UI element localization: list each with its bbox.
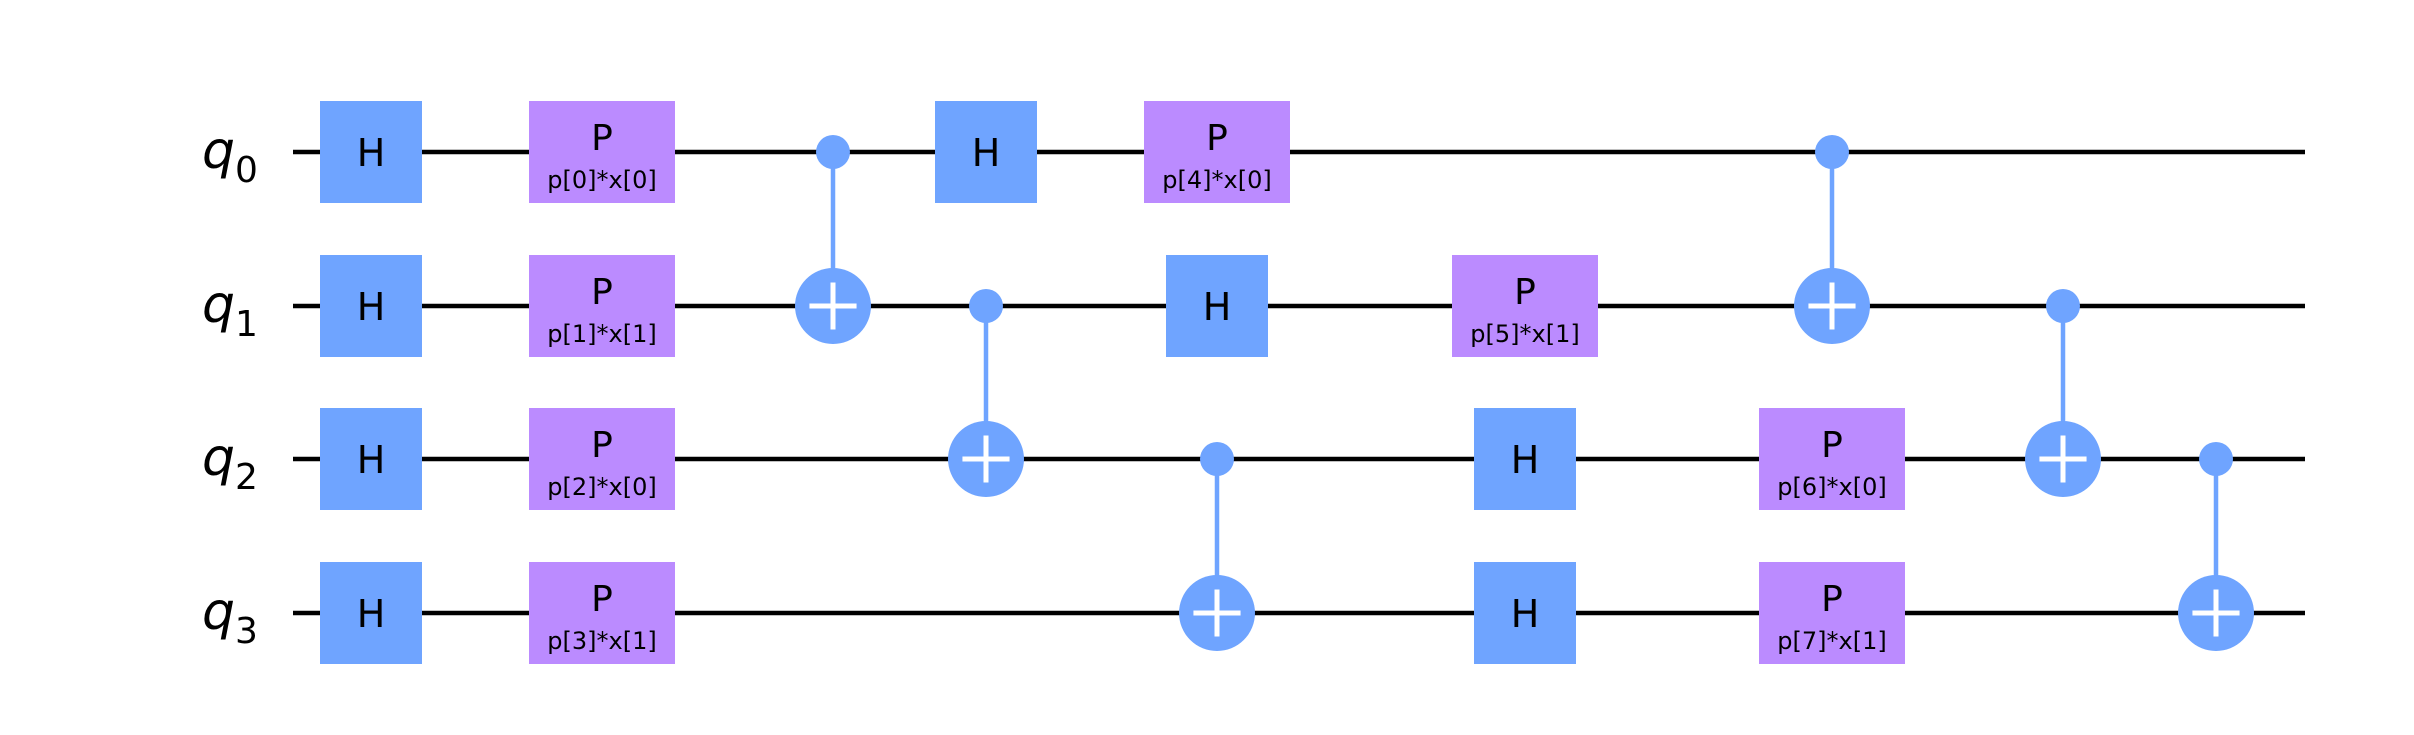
p-gate: Pp[5]*x[1] (1452, 255, 1598, 357)
cnot-control-dot (1200, 442, 1234, 476)
p-gate-label: P (1821, 425, 1843, 466)
h-gate-box (320, 255, 422, 357)
cnot-gate (795, 135, 871, 344)
h-gate: H (320, 408, 422, 510)
qubit-index: 2 (235, 457, 258, 498)
p-gate-param: p[3]*x[1] (547, 627, 656, 655)
h-gate: H (320, 255, 422, 357)
cnot-control-dot (2199, 442, 2233, 476)
p-gate-box (529, 255, 675, 357)
p-gate: Pp[7]*x[1] (1759, 562, 1905, 664)
p-gate: Pp[1]*x[1] (529, 255, 675, 357)
h-gate-label: H (357, 438, 386, 482)
cnot-gate (1794, 135, 1870, 344)
p-gate-param: p[1]*x[1] (547, 320, 656, 348)
p-gate-param: p[6]*x[0] (1777, 473, 1886, 501)
h-gate-box (1166, 255, 1268, 357)
cnot-control-dot (969, 289, 1003, 323)
h-gate: H (935, 101, 1037, 203)
cnot-gate (1179, 442, 1255, 651)
h-gate: H (320, 562, 422, 664)
qubit-name: q (202, 275, 235, 335)
p-gate-box (529, 408, 675, 510)
qubit-name: q (202, 121, 235, 181)
h-gate-box (1474, 562, 1576, 664)
qubit-name: q (202, 582, 235, 642)
cnot-control-dot (2046, 289, 2080, 323)
h-gate-label: H (357, 131, 386, 175)
p-gate: Pp[2]*x[0] (529, 408, 675, 510)
p-gate-label: P (591, 579, 613, 620)
qubit-label-3: q3 (202, 582, 258, 652)
qubit-label-1: q1 (202, 275, 258, 345)
h-gate-box (935, 101, 1037, 203)
cnot-gate (2178, 442, 2254, 651)
p-gate: Pp[0]*x[0] (529, 101, 675, 203)
p-gate-label: P (1514, 272, 1536, 313)
p-gate-box (1759, 408, 1905, 510)
p-gate-label: P (591, 118, 613, 159)
p-gate-box (1452, 255, 1598, 357)
cnot-gate (2025, 289, 2101, 497)
qubit-index: 1 (235, 304, 258, 345)
qubit-index: 0 (235, 150, 258, 191)
p-gate-box (529, 562, 675, 664)
qubit-name: q (202, 428, 235, 488)
h-gate-box (1474, 408, 1576, 510)
h-gate-label: H (357, 592, 386, 636)
cnot-gate (948, 289, 1024, 497)
p-gate-param: p[4]*x[0] (1162, 166, 1271, 194)
h-gate: H (1166, 255, 1268, 357)
qubit-label-0: q0 (202, 121, 258, 191)
p-gate-param: p[2]*x[0] (547, 473, 656, 501)
qubit-wires (293, 149, 2305, 616)
cnot-control-dot (1815, 135, 1849, 169)
qubit-index: 3 (235, 611, 258, 652)
h-gate: H (1474, 408, 1576, 510)
p-gate-box (529, 101, 675, 203)
p-gate-label: P (1821, 579, 1843, 620)
cnot-control-dot (816, 135, 850, 169)
p-gate-param: p[5]*x[1] (1470, 320, 1579, 348)
p-gate: Pp[6]*x[0] (1759, 408, 1905, 510)
h-gate-box (320, 408, 422, 510)
h-gate-label: H (972, 131, 1001, 175)
p-gate-param: p[0]*x[0] (547, 166, 656, 194)
h-gate-label: H (1203, 285, 1232, 329)
p-gate-label: P (591, 272, 613, 313)
p-gate-box (1759, 562, 1905, 664)
p-gate-box (1144, 101, 1290, 203)
h-gate-label: H (1511, 592, 1540, 636)
p-gate-label: P (591, 425, 613, 466)
h-gate-box (320, 101, 422, 203)
p-gate-param: p[7]*x[1] (1777, 627, 1886, 655)
h-gate: H (1474, 562, 1576, 664)
h-gate: H (320, 101, 422, 203)
p-gate: Pp[3]*x[1] (529, 562, 675, 664)
h-gate-label: H (1511, 438, 1540, 482)
h-gate-box (320, 562, 422, 664)
h-gate-label: H (357, 285, 386, 329)
qubit-label-2: q2 (202, 428, 258, 498)
p-gate-label: P (1206, 118, 1228, 159)
circuit-gates: HHHHPp[0]*x[0]Pp[1]*x[1]Pp[2]*x[0]Pp[3]*… (320, 101, 2254, 664)
p-gate: Pp[4]*x[0] (1144, 101, 1290, 203)
